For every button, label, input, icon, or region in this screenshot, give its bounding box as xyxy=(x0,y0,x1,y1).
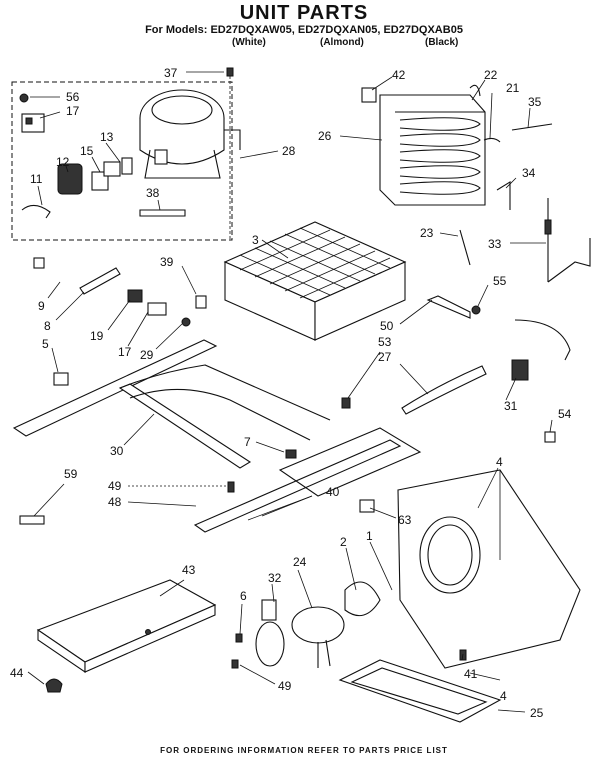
leader-lines xyxy=(27,71,553,713)
evaporator-coil-part xyxy=(223,221,407,341)
callout-numbers: 37 56 17 13 15 12 11 38 28 42 22 21 35 2… xyxy=(10,66,572,720)
color-white-label: (White) xyxy=(232,37,266,48)
callout-5: 5 xyxy=(42,337,49,351)
callout-17b: 17 xyxy=(118,345,132,359)
ordering-footer: FOR ORDERING INFORMATION REFER TO PARTS … xyxy=(160,746,448,755)
callout-56: 56 xyxy=(66,90,80,104)
callout-3: 3 xyxy=(252,233,259,247)
callout-54: 54 xyxy=(558,407,572,421)
base-frame-part xyxy=(12,339,422,533)
callout-25: 25 xyxy=(530,706,544,720)
callout-1: 1 xyxy=(366,529,373,543)
color-almond-label: (Almond) xyxy=(320,37,364,48)
small-left-parts xyxy=(33,257,207,386)
callout-13: 13 xyxy=(100,130,114,144)
page-title: UNIT PARTS xyxy=(239,2,369,24)
relay-parts xyxy=(19,93,186,219)
callout-7: 7 xyxy=(244,435,251,449)
callout-41: 41 xyxy=(464,667,478,681)
callout-28: 28 xyxy=(282,144,296,158)
callout-30: 30 xyxy=(110,444,124,458)
callout-44: 44 xyxy=(10,666,24,680)
drier-parts xyxy=(459,123,591,283)
callout-12: 12 xyxy=(56,155,70,169)
callout-38: 38 xyxy=(146,186,160,200)
callout-48: 48 xyxy=(108,495,122,509)
callout-11: 11 xyxy=(30,172,43,186)
callout-43: 43 xyxy=(182,563,196,577)
callout-9: 9 xyxy=(38,299,45,313)
callout-37: 37 xyxy=(164,66,178,80)
callout-22: 22 xyxy=(484,68,498,82)
callout-19: 19 xyxy=(90,329,104,343)
callout-15: 15 xyxy=(80,144,94,158)
mid-right-parts xyxy=(19,295,571,525)
callout-49: 49 xyxy=(108,479,122,493)
callout-35: 35 xyxy=(528,95,542,109)
condenser-coil-part xyxy=(361,84,486,206)
screw-part xyxy=(226,67,234,240)
callout-59: 59 xyxy=(64,467,78,481)
callout-6: 6 xyxy=(240,589,247,603)
callout-40: 40 xyxy=(326,485,340,499)
callout-39: 39 xyxy=(160,255,174,269)
callout-32: 32 xyxy=(268,571,282,585)
fan-shroud-part xyxy=(359,469,581,669)
callout-21: 21 xyxy=(506,81,520,95)
cover-panel-part xyxy=(36,579,217,693)
callout-50: 50 xyxy=(380,319,394,333)
callout-4b: 4 xyxy=(500,689,507,703)
callout-23: 23 xyxy=(420,226,434,240)
callout-63: 63 xyxy=(398,513,412,527)
callout-24: 24 xyxy=(293,555,307,569)
fan-motor-part xyxy=(231,581,381,669)
callout-49b: 49 xyxy=(278,679,292,693)
callout-2: 2 xyxy=(340,535,347,549)
callout-42: 42 xyxy=(392,68,406,82)
callout-29: 29 xyxy=(140,348,154,362)
model-list: For Models: ED27DQXAW05, ED27DQXAN05, ED… xyxy=(145,24,463,36)
callout-31: 31 xyxy=(504,399,518,413)
callout-8: 8 xyxy=(44,319,51,333)
callout-53: 53 xyxy=(378,335,392,349)
drain-pan-part xyxy=(338,659,502,723)
compressor-part xyxy=(139,89,241,179)
compressor-assembly-box xyxy=(11,81,233,241)
callout-17: 17 xyxy=(66,104,80,118)
callout-55: 55 xyxy=(493,274,507,288)
callout-26: 26 xyxy=(318,129,332,143)
callout-4: 4 xyxy=(496,455,503,469)
callout-33: 33 xyxy=(488,237,502,251)
color-black-label: (Black) xyxy=(425,37,459,48)
callout-34: 34 xyxy=(522,166,536,180)
callout-27: 27 xyxy=(378,350,392,364)
